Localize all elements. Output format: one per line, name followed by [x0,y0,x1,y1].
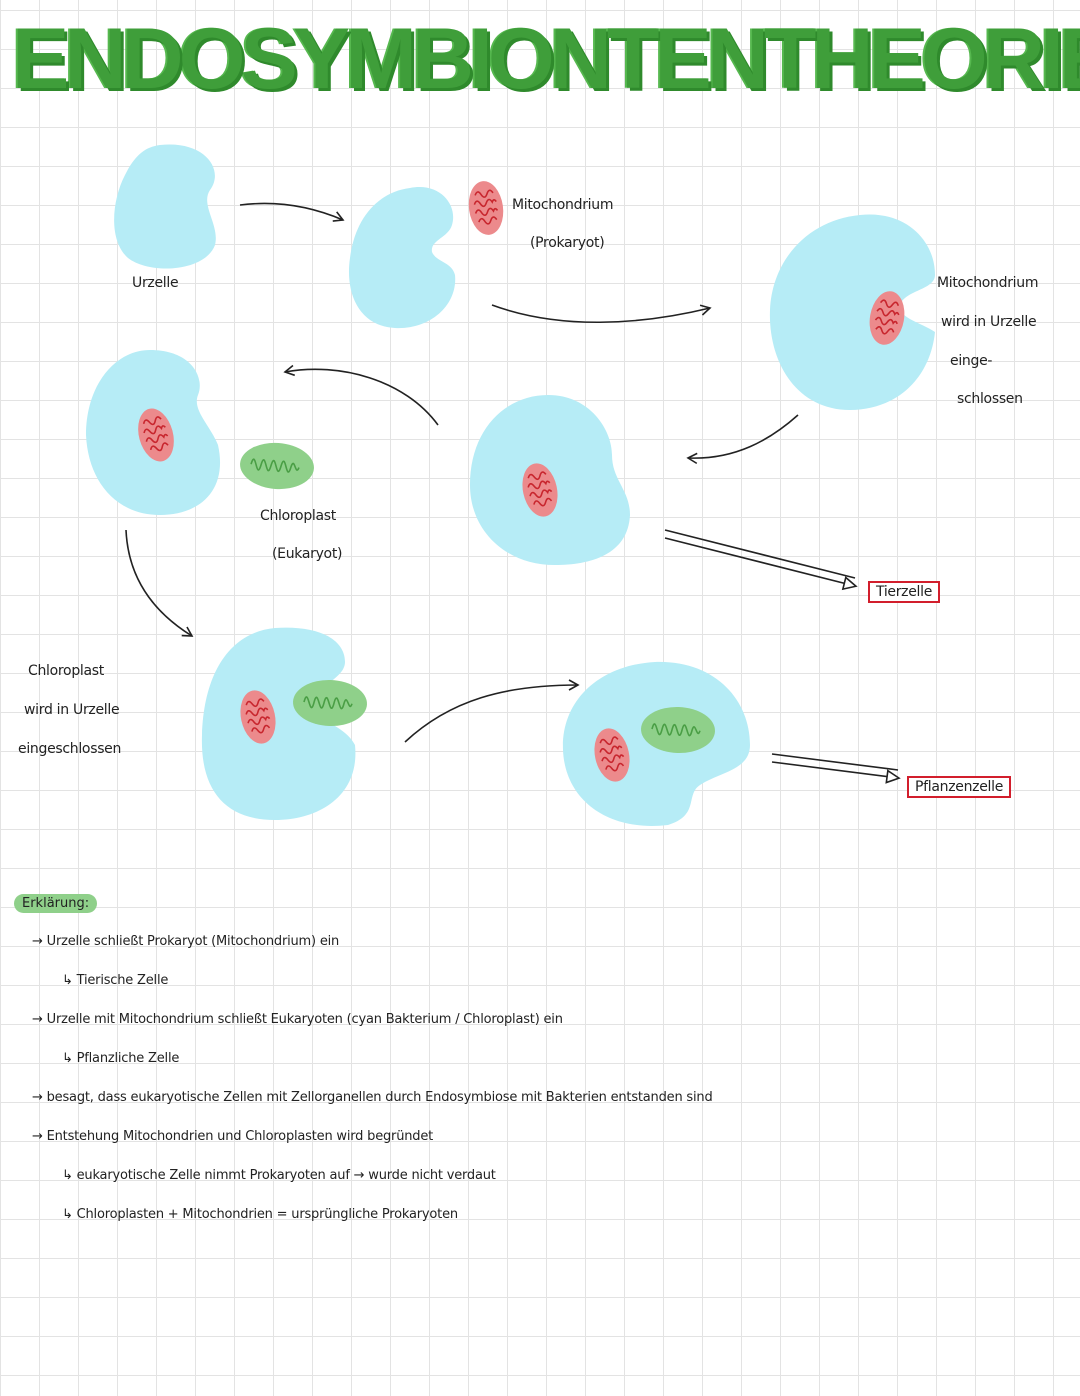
double-arrow-to-pflanzenzelle [771,761,901,784]
result-box-pflanzenzelle: Pflanzenzelle [907,776,1012,798]
mitochondrion [464,178,508,238]
label-engulf-chloro-2: wird in Urzelle [24,702,120,718]
label-engulf-chloro-3: eingeschlossen [18,741,122,757]
result-box-tierzelle: Tierzelle [868,581,941,603]
label-eukaryot: (Eukaryot) [272,546,343,562]
double-arrow-to-tierzelle [664,537,858,591]
page-title: ENDOSYMBIONTENTHEORIE [12,11,1080,107]
label-urzelle: Urzelle [132,275,179,291]
explanation-heading: Erklärung: [14,894,98,913]
cell-urzelle [114,144,216,269]
explanation-line: → Urzelle mit Mitochondrium schließt Euk… [32,1012,563,1027]
label-engulf-mito-2: wird in Urzelle [941,314,1037,330]
double-arrow-to-pflanzenzelle [771,753,899,771]
explanation-line: ↳ Pflanzliche Zelle [62,1051,180,1066]
arrow [125,529,194,637]
cell-engulfing-mitochondrion [769,214,935,410]
cell-urzelle-with-notch [348,187,456,329]
explanation-line: → Urzelle schließt Prokaryot (Mitochondr… [32,934,340,949]
label-prokaryot: (Prokaryot) [530,235,605,251]
explanation-line: ↳ eukaryotische Zelle nimmt Prokaryoten … [62,1168,496,1183]
explanation-line: ↳ Chloroplasten + Mitochondrien = ursprü… [62,1207,458,1222]
label-engulf-chloro-1: Chloroplast [28,663,104,679]
arrow [686,414,799,465]
label-engulf-mito-4: schlossen [957,391,1023,407]
label-chloroplast: Chloroplast [260,508,336,524]
arrow [283,364,439,426]
arrow [239,202,345,222]
arrow [404,679,580,743]
endosymbiosis-diagram [86,144,935,826]
explanation-line: → Entstehung Mitochondrien und Chloropla… [32,1129,434,1144]
double-arrow-to-tierzelle [664,529,856,579]
chloroplast [237,439,317,493]
arrow [491,304,712,324]
explanation-line: → besagt, dass eukaryotische Zellen mit … [32,1090,713,1105]
label-engulf-mito-3: einge- [950,353,993,369]
label-engulf-mito-1: Mitochondrium [937,275,1039,291]
cell-engulfing-chloroplast [201,627,356,820]
label-mitochondrium: Mitochondrium [512,197,614,213]
explanation-line: ↳ Tierische Zelle [62,973,169,988]
